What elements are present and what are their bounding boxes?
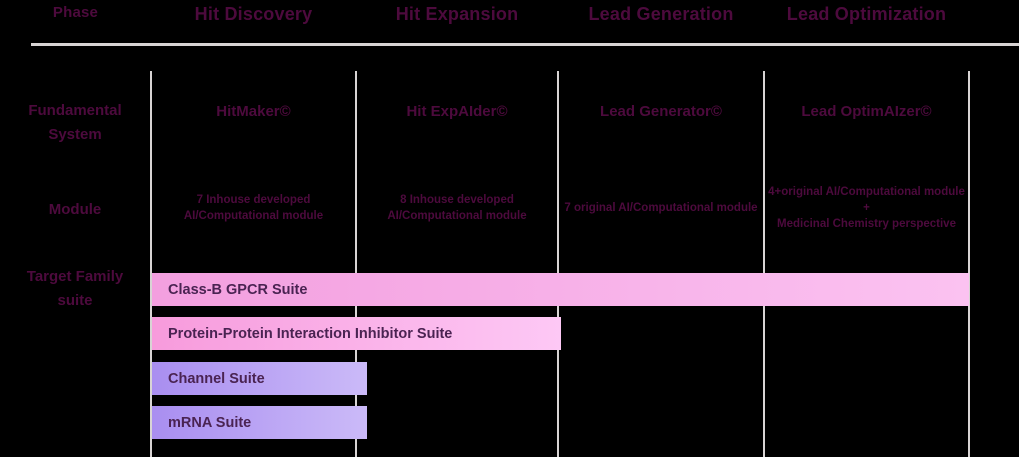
module-cell-lead-optimization: 4+original AI/Computational module + Med… <box>768 186 965 230</box>
row-label-module: Module <box>48 201 102 218</box>
module-cell-hit-expansion: 8 Inhouse developed AI/Computational mod… <box>387 194 527 222</box>
header-divider-line <box>31 43 1019 46</box>
row-label-fundamental-system: Fundamental System <box>28 102 122 143</box>
phase-header-hit-expansion: Hit Expansion <box>395 4 519 24</box>
system-lead-generator: Lead Generator© <box>600 103 722 120</box>
column-divider-2 <box>355 71 357 457</box>
module-cell-lead-generation: 7 original AI/Computational module <box>564 202 758 214</box>
system-hitmaker: HitMaker© <box>216 103 291 120</box>
column-divider-1 <box>150 71 152 457</box>
phase-row-label: Phase <box>52 4 99 21</box>
phase-header-lead-optimization: Lead Optimization <box>786 4 947 24</box>
phase-header-row: Phase Hit Discovery Hit Expansion Lead G… <box>0 0 1019 40</box>
suite-bar-channel: Channel Suite <box>152 362 367 395</box>
phase-header-lead-generation: Lead Generation <box>588 4 734 24</box>
phase-header-hit-discovery: Hit Discovery <box>194 4 313 24</box>
column-divider-4 <box>763 71 765 457</box>
suite-bar-class-b-gpcr: Class-B GPCR Suite <box>152 273 969 306</box>
suite-bar-mrna: mRNA Suite <box>152 406 367 439</box>
row-label-target-family-suite: Target Family suite <box>26 268 124 309</box>
system-lead-optimaizer: Lead OptimAIzer© <box>801 103 932 120</box>
column-divider-5 <box>968 71 970 457</box>
column-divider-3 <box>557 71 559 457</box>
system-hit-expaider: Hit ExpAIder© <box>406 103 508 120</box>
module-cell-hit-discovery: 7 Inhouse developed AI/Computational mod… <box>183 194 324 222</box>
suite-bar-ppi-inhibitor: Protein-Protein Interaction Inhibitor Su… <box>152 317 561 350</box>
